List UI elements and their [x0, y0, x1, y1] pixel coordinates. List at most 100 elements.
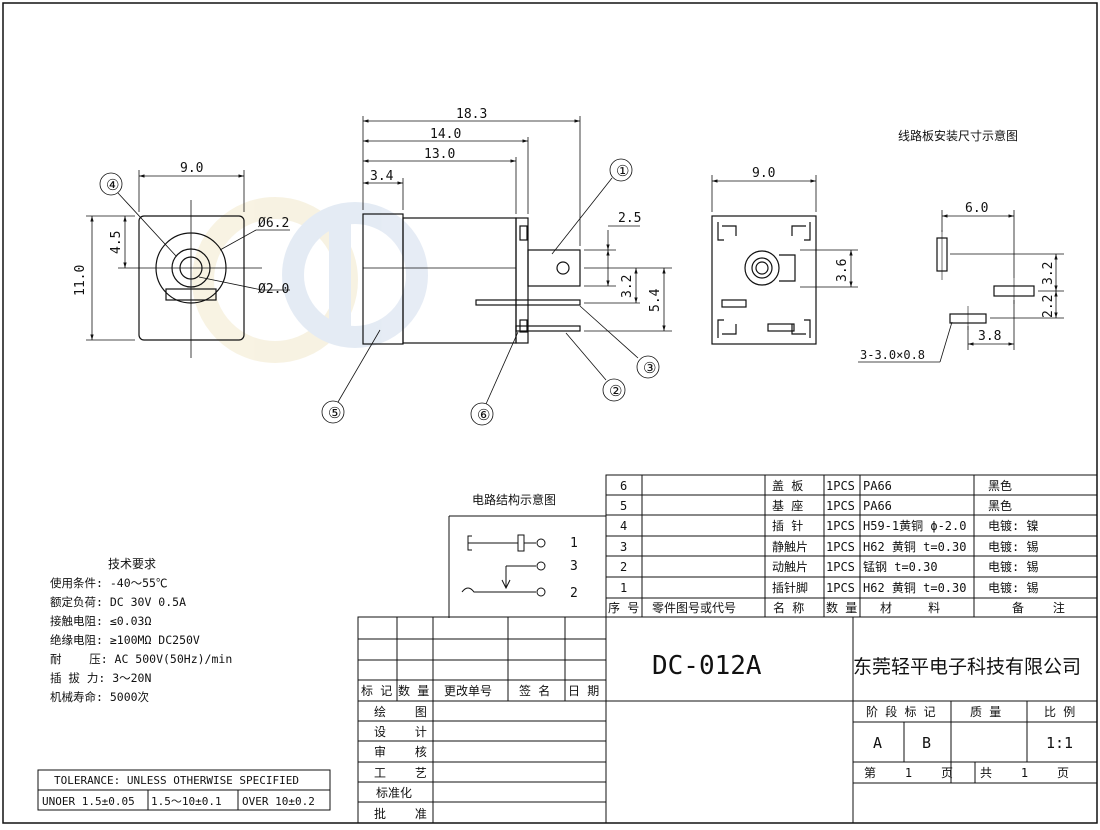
callout-3: ③ [643, 359, 656, 377]
bom-cell-qty: 1PCS [826, 540, 855, 554]
tech-line-2: 额定负荷: DC 30V 0.5A [50, 595, 186, 609]
circuit-title: 电路结构示意图 [472, 492, 556, 507]
bom-cell-no: 2 [620, 560, 627, 574]
pcb-32-label: 3.2 [1041, 262, 1056, 285]
sign-approve: 批 准 [374, 806, 427, 821]
pcb-22-label: 2.2 [1041, 295, 1056, 318]
circuit-diagram [448, 515, 606, 618]
drawing-number: DC-012A [652, 651, 762, 681]
rev-qty: 数 量 [398, 683, 429, 698]
bom-cell-no: 4 [620, 519, 627, 533]
bom-header-no: 序 号 [608, 600, 639, 615]
bom-header-name: 名 称 [773, 600, 804, 615]
bom-cell-qty: 1PCS [826, 581, 855, 595]
tech-line-7: 机械寿命: 5000次 [50, 690, 150, 704]
side-14-label: 14.0 [430, 127, 461, 142]
tolerance-cell-1: UNOER 1.5±0.05 [42, 795, 135, 808]
bom-cell-name: 盖 板 [772, 479, 803, 493]
front-height-label: 11.0 [73, 265, 88, 296]
title-block-grid [357, 616, 1098, 824]
pcb-title: 线路板安装尺寸示意图 [898, 128, 1018, 143]
bom-cell-material: 锰钢 t=0.30 [863, 559, 938, 574]
side-dimensions [362, 116, 672, 332]
rev-sign: 签 名 [519, 683, 550, 698]
sign-design: 设 计 [374, 725, 427, 739]
bom-cell-no: 5 [620, 499, 627, 513]
side-34-label: 3.4 [370, 169, 394, 184]
revision-header: 标 记 数 量 更改单号 签 名 日 期 [361, 683, 599, 698]
rear-dimensions [711, 175, 858, 288]
side-13-label: 13.0 [424, 147, 455, 162]
side-54-label: 5.4 [648, 288, 663, 312]
callout-leaders [99, 158, 660, 426]
rev-change-no: 更改单号 [444, 684, 492, 698]
bom-cell-material: PA66 [863, 479, 892, 493]
scale-label: 比 例 [1044, 705, 1075, 719]
pcb-38-label: 3.8 [978, 329, 1001, 344]
watermark-logo [192, 197, 428, 363]
tech-line-5: 耐 压: AC 500V(50Hz)/min [50, 652, 232, 666]
callout-1: ① [616, 162, 629, 180]
front-outer-dia-label: Ø6.2 [258, 216, 289, 231]
bom-cell-note: 电镀: 镍 [988, 519, 1038, 533]
rear-view [711, 215, 817, 345]
bom-cell-material: H62 黄铜 t=0.30 [863, 580, 966, 595]
bom-cell-note: 电镀: 锡 [988, 539, 1038, 554]
tolerance-cell-3: OVER 10±0.2 [242, 795, 315, 808]
bom-cell-qty: 1PCS [826, 519, 855, 533]
callout-6: ⑥ [477, 406, 490, 424]
bom-cell-no: 6 [620, 479, 627, 493]
front-width-label: 9.0 [180, 161, 203, 176]
stage-b: B [922, 734, 931, 752]
rear-width-label: 9.0 [752, 166, 775, 181]
tech-requirements: 技术要求 使用条件: -40～55℃ 额定负荷: DC 30V 0.5A 接触电… [50, 557, 232, 704]
bom-cell-material: PA66 [863, 499, 892, 513]
callout-5: ⑤ [328, 404, 341, 422]
bom-cell-name: 动触片 [772, 560, 808, 574]
bom-cell-name: 插针脚 [772, 580, 808, 595]
sign-rows: 绘 图 设 计 审 核 工 艺 标准化 批 准 [374, 704, 427, 821]
side-total-label: 18.3 [456, 107, 487, 122]
bom-cell-name: 静触片 [772, 540, 808, 554]
rev-mark: 标 记 [361, 684, 392, 698]
bom-cell-note: 电镀: 锡 [988, 559, 1038, 574]
bom-header-part: 零件图号或代号 [652, 601, 736, 615]
bom-cell-material: H59-1黄铜 ϕ-2.0 [863, 518, 966, 533]
sheet-number: 第 1 页 [864, 766, 953, 780]
bom-cell-note: 电镀: 锡 [988, 580, 1038, 595]
bom-cell-note: 黑色 [988, 499, 1012, 513]
bom-cell-no: 3 [620, 540, 627, 554]
pcb-dimensions [858, 210, 1064, 363]
scale-value: 1:1 [1046, 734, 1073, 752]
rev-date: 日 期 [568, 684, 599, 698]
sign-review: 审 核 [374, 744, 427, 759]
tech-line-6: 插 拔 力: 3～20N [50, 671, 151, 685]
tech-title: 技术要求 [108, 557, 156, 571]
tech-line-1: 使用条件: -40～55℃ [50, 576, 168, 590]
bom-cell-name: 插 针 [772, 518, 803, 533]
sign-standard: 标准化 [376, 786, 412, 800]
tolerance-header: TOLERANCE: UNLESS OTHERWISE SPECIFIED [54, 774, 299, 787]
stage-label: 阶 段 标 记 [866, 704, 936, 719]
circuit-pin-3: 3 [570, 559, 578, 574]
tolerance-cell-2: 1.5～10±0.1 [151, 795, 222, 808]
front-offset-label: 4.5 [109, 231, 124, 254]
callout-4: ④ [106, 176, 119, 194]
front-dimensions [86, 170, 290, 341]
bom-header-row: 序 号 零件图号或代号 名 称 数 量 材 料 备 注 [608, 600, 1065, 615]
bom-cell-note: 黑色 [988, 479, 1012, 493]
bom-header-qty: 数 量 [826, 600, 857, 615]
company-name: 东莞轻平电子科技有限公司 [853, 656, 1081, 678]
bom-table-grid [605, 474, 1098, 618]
front-pin-dia-label: Ø2.0 [258, 282, 289, 297]
rear-height-label: 3.6 [835, 259, 850, 282]
pcb-slot-label: 3-3.0×0.8 [860, 348, 925, 362]
stage-a: A [873, 734, 882, 752]
tolerance-box [37, 769, 331, 811]
side-view [362, 213, 581, 345]
bom-header-material: 材 料 [880, 601, 940, 615]
side-32-label: 3.2 [620, 275, 635, 298]
tech-line-3: 接触电阻: ≤0.03Ω [50, 614, 151, 628]
